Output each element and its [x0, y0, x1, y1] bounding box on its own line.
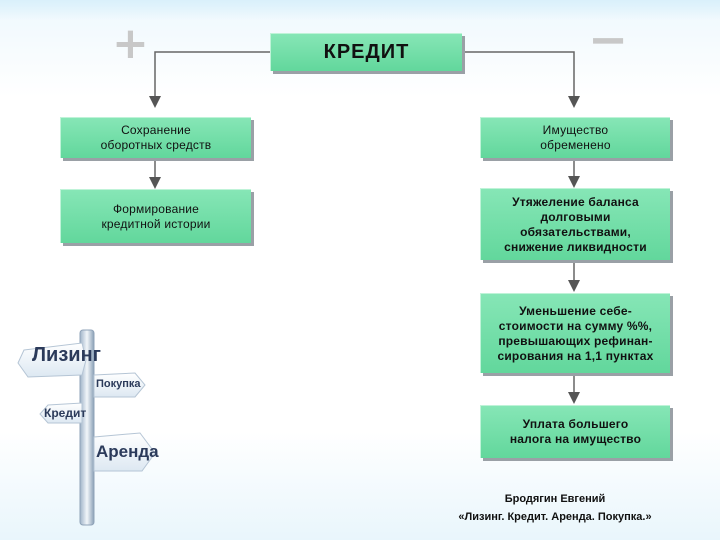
sign3-label: Кредит [44, 406, 86, 420]
left-box-2: Формирование кредитной истории [60, 189, 251, 243]
right-box-2-text: Утяжеление баланса долговыми обязательст… [504, 195, 647, 255]
author-name: Бродягин Евгений [430, 490, 680, 508]
right-box-1: Имущество обременено [480, 117, 670, 158]
sign1-label: Лизинг [32, 344, 101, 367]
right-box-4: Уплата большего налога на имущество [480, 405, 670, 458]
right-box-3-text: Уменьшение себе- стоимости на сумму %%, … [497, 304, 653, 364]
plus-sign: + [112, 22, 149, 66]
author-credit: Бродягин Евгений «Лизинг. Кредит. Аренда… [430, 490, 680, 526]
title-text: КРЕДИТ [324, 45, 410, 60]
right-box-2: Утяжеление баланса долговыми обязательст… [480, 188, 670, 260]
right-box-4-text: Уплата большего налога на имущество [510, 417, 641, 447]
right-box-1-text: Имущество обременено [540, 123, 610, 153]
left-box-1-text: Сохранение оборотных средств [101, 123, 212, 153]
left-box-1: Сохранение оборотных средств [60, 117, 251, 158]
sign2-label: Покупка [96, 378, 141, 390]
connector-title-left [155, 52, 270, 102]
right-box-3: Уменьшение себе- стоимости на сумму %%, … [480, 293, 670, 373]
sign4-label: Аренда [96, 442, 159, 462]
title-box: КРЕДИТ [270, 33, 462, 71]
left-box-2-text: Формирование кредитной истории [101, 202, 210, 232]
book-title: «Лизинг. Кредит. Аренда. Покупка.» [430, 508, 680, 526]
minus-sign: − [588, 18, 628, 62]
connector-title-right [462, 52, 574, 102]
